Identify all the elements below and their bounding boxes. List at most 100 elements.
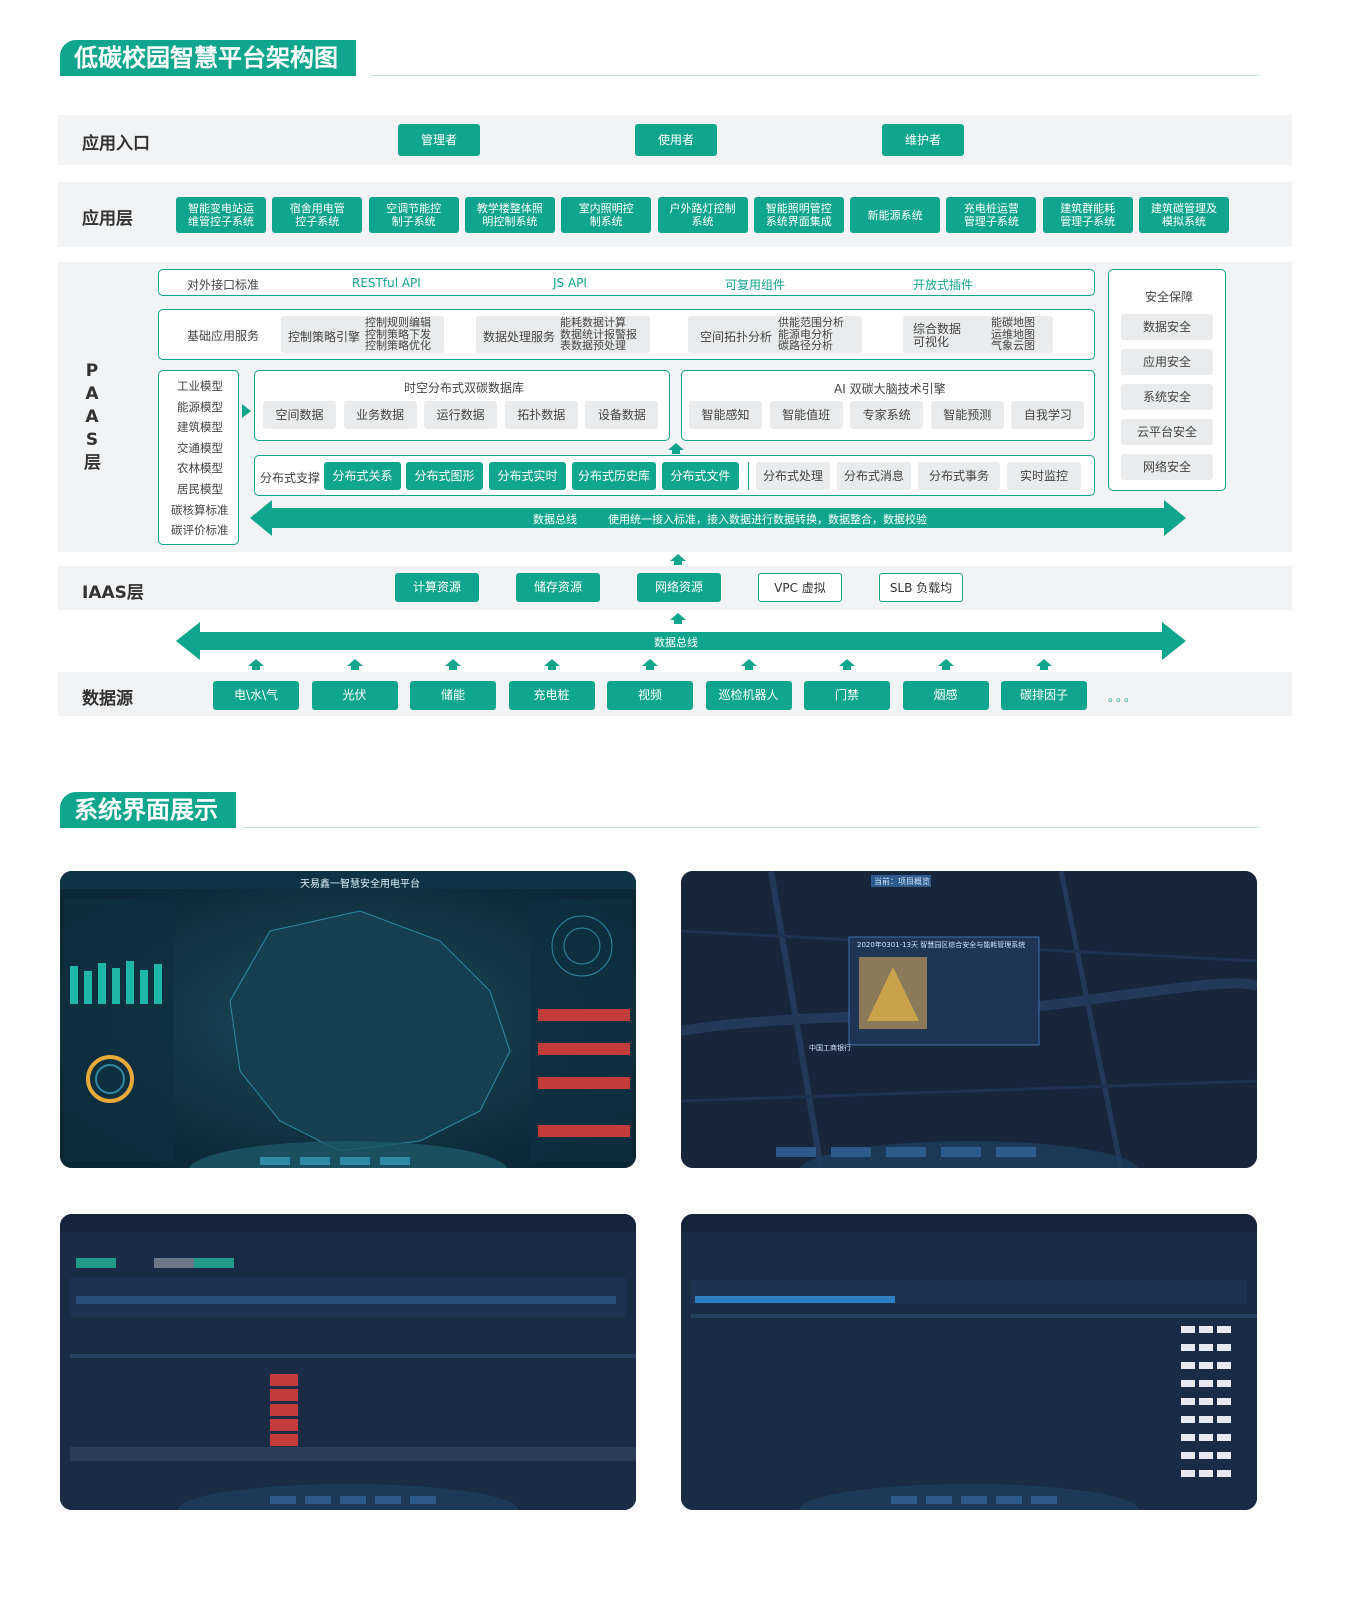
iaas-vpc[interactable]: VPC 虚拟 xyxy=(758,573,842,602)
ai-engine-title: AI 双碳大脑技术引擎 xyxy=(834,382,946,396)
paas-label: P A A S 层 xyxy=(84,361,101,473)
entry-user-button[interactable]: 使用者 xyxy=(635,124,717,156)
database-item: 空间数据 xyxy=(263,401,336,429)
paas-bus-name: 数据总线 xyxy=(533,513,577,526)
base-group-4-detail: 能碳地图 运维地图 气象云图 xyxy=(991,316,1035,352)
app-system-button[interactable]: 户外路灯控制 系统 xyxy=(657,197,748,233)
interface-plugins: 开放式插件 xyxy=(913,278,974,292)
distributed-divider xyxy=(748,462,749,490)
map-current-tab[interactable]: 当前：项目概览 xyxy=(874,877,930,886)
base-group-2-name: 数据处理服务 xyxy=(483,330,556,344)
distributed-item: 实时监控 xyxy=(1007,462,1081,490)
up-arrow-icon xyxy=(839,659,855,670)
app-system-button[interactable]: 新能源系统 xyxy=(850,197,941,233)
data-source-button[interactable]: 门禁 xyxy=(804,681,890,710)
records-graphic xyxy=(60,1214,636,1510)
data-source-button[interactable]: 烟感 xyxy=(902,681,989,710)
model-item: 居民模型 xyxy=(177,482,223,496)
security-item: 云平台安全 xyxy=(1121,419,1213,445)
up-arrow-icon xyxy=(668,443,684,454)
interface-standard-title: 对外接口标准 xyxy=(187,278,260,292)
ui-showcase-title: 系统界面展示 xyxy=(60,792,236,828)
data-source-button[interactable]: 电\水\气 xyxy=(213,681,299,710)
entry-manager-button[interactable]: 管理者 xyxy=(398,124,480,156)
data-source-button[interactable]: 光伏 xyxy=(311,681,398,710)
app-system-button[interactable]: 室内照明控 制系统 xyxy=(561,197,652,233)
base-group-4-name: 综合数据 可视化 xyxy=(913,322,962,349)
data-source-button[interactable]: 充电桩 xyxy=(508,681,595,710)
distributed-item[interactable]: 分布式文件 xyxy=(662,462,739,490)
dashboard-title: 天易鑫一智慧安全用电平台 xyxy=(300,879,420,890)
source-label: 数据源 xyxy=(82,689,133,709)
database-item: 设备数据 xyxy=(585,401,659,429)
up-arrow-icon xyxy=(740,659,757,670)
source-more: 。。。 xyxy=(1108,690,1139,704)
ai-engine-item: 智能感知 xyxy=(689,401,762,429)
distributed-item[interactable]: 分布式实时 xyxy=(489,462,566,490)
base-group-3 xyxy=(688,316,862,353)
models-column xyxy=(158,370,239,545)
app-system-button[interactable]: 建筑群能耗 管理子系统 xyxy=(1042,197,1133,233)
base-group-1-name: 控制策略引擎 xyxy=(288,330,361,344)
data-source-button[interactable]: 碳排因子 xyxy=(1001,681,1087,710)
ai-engine-item: 专家系统 xyxy=(850,401,924,429)
security-item: 数据安全 xyxy=(1121,314,1213,340)
ai-engine-item: 智能预测 xyxy=(930,401,1004,429)
ai-engine-item: 自我学习 xyxy=(1011,401,1085,429)
model-item: 交通模型 xyxy=(177,440,223,455)
base-group-2-detail: 能耗数据计算 数据统计报警报 表数据预处理 xyxy=(560,316,637,352)
paas-data-bus-arrow xyxy=(250,500,1186,536)
model-item: 能源模型 xyxy=(177,399,223,414)
screenshot-records xyxy=(60,1214,636,1510)
up-arrow-icon xyxy=(248,659,264,670)
interface-restful: RESTful API xyxy=(352,276,421,290)
security-item: 网络安全 xyxy=(1121,454,1213,480)
ai-engine-item: 智能值班 xyxy=(769,401,843,429)
data-source-button[interactable]: 巡检机器人 xyxy=(705,681,792,710)
iaas-slb[interactable]: SLB 负载均 xyxy=(879,573,963,602)
up-arrow-icon xyxy=(1036,659,1052,670)
dashboard-graphic xyxy=(60,871,636,1168)
map-place-label: 中国工商银行 xyxy=(809,1044,851,1052)
app-system-button[interactable]: 教学楼整体照 明控制系统 xyxy=(464,197,555,233)
iaas-network[interactable]: 网络资源 xyxy=(637,573,721,602)
distributed-item[interactable]: 分布式历史库 xyxy=(572,462,656,490)
up-arrow-icon xyxy=(543,659,560,670)
app-system-button[interactable]: 智能照明管控 系统界面集成 xyxy=(753,197,844,233)
base-group-3-name: 空间拓扑分析 xyxy=(700,330,773,344)
app-system-button[interactable]: 宿舍用电管 控子系统 xyxy=(272,197,363,233)
up-arrow-icon xyxy=(346,659,363,670)
interface-jsapi: JS API xyxy=(553,276,587,290)
distributed-item: 分布式处理 xyxy=(756,462,830,490)
models-arrow-icon xyxy=(242,404,251,418)
distributed-item[interactable]: 分布式关系 xyxy=(324,462,401,490)
paas-bus-desc: 使用统一接入标准，接入数据进行数据转换，数据整合，数据校验 xyxy=(608,513,927,526)
model-item: 碳评价标准 xyxy=(171,523,229,538)
database-item: 运行数据 xyxy=(424,401,498,429)
distributed-item: 分布式事务 xyxy=(918,462,1000,490)
distributed-title: 分布式支撑 xyxy=(260,471,321,485)
iaas-storage[interactable]: 储存资源 xyxy=(516,573,600,602)
distributed-item: 分布式消息 xyxy=(837,462,911,490)
app-system-button[interactable]: 建筑碳管理及 模拟系统 xyxy=(1139,197,1229,233)
screenshot-map: 当前：项目概览 2020年0301-13天 智慧园区综合安全与能耗管理系统 中国… xyxy=(681,871,1257,1168)
data-bus-name: 数据总线 xyxy=(654,636,698,649)
app-system-button[interactable]: 空调节能控 制子系统 xyxy=(368,197,459,233)
data-source-button[interactable]: 视频 xyxy=(607,681,693,710)
up-arrow-icon xyxy=(937,659,954,670)
screenshot-dashboard: 天易鑫一智慧安全用电平台 xyxy=(60,871,636,1168)
up-arrow-icon xyxy=(445,659,461,670)
iaas-compute[interactable]: 计算资源 xyxy=(395,573,479,602)
title-divider xyxy=(370,75,1260,76)
app-system-button[interactable]: 智能变电站运 维管控子系统 xyxy=(176,197,266,233)
base-group-3-detail: 供能范围分析 能源电分析 碳路径分析 xyxy=(778,316,844,352)
model-item: 农林模型 xyxy=(177,461,223,476)
iaas-label: IAAS层 xyxy=(82,583,144,603)
base-group-1 xyxy=(281,316,444,353)
distributed-item[interactable]: 分布式图形 xyxy=(406,462,483,490)
title-divider xyxy=(242,827,1260,828)
security-title: 安全保障 xyxy=(1145,290,1194,304)
entry-maintainer-button[interactable]: 维护者 xyxy=(882,124,964,156)
data-source-button[interactable]: 储能 xyxy=(410,681,496,710)
app-system-button[interactable]: 充电桩运营 管理子系统 xyxy=(946,197,1037,233)
